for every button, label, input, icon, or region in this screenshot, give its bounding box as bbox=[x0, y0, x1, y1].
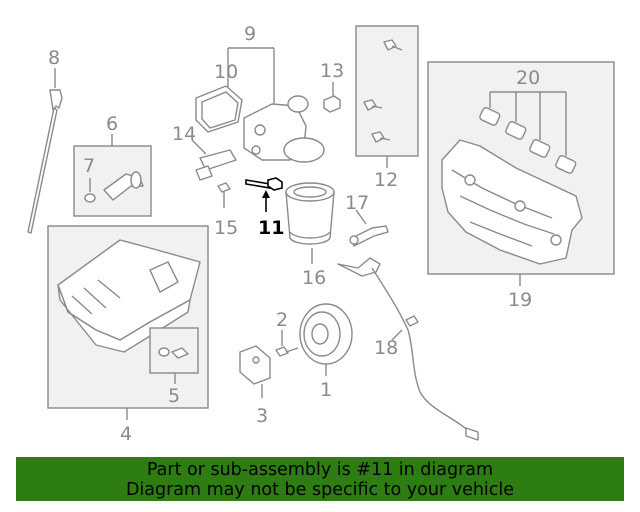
notice-banner: Part or sub-assembly is #11 in diagram D… bbox=[16, 457, 624, 501]
sensor-17[interactable] bbox=[349, 209, 389, 247]
intake-gaskets[interactable] bbox=[479, 107, 577, 174]
callout-15: 15 bbox=[214, 217, 238, 239]
banner-line-1: Part or sub-assembly is #11 in diagram bbox=[146, 460, 494, 480]
pulley-1[interactable] bbox=[299, 303, 353, 376]
leader-9 bbox=[227, 47, 275, 108]
fitting-14[interactable] bbox=[191, 139, 237, 181]
harness-18[interactable] bbox=[337, 257, 479, 441]
oil-filter[interactable] bbox=[285, 182, 335, 264]
oil-filter-adapter[interactable] bbox=[243, 95, 325, 163]
gasket-10[interactable] bbox=[195, 85, 243, 133]
parts-diagram: 8 6 7 4 5 9 10 bbox=[27, 23, 615, 445]
bolt-2[interactable] bbox=[275, 330, 299, 357]
bolt-11[interactable] bbox=[245, 177, 283, 212]
callout-6: 6 bbox=[106, 113, 118, 135]
sensor-13[interactable] bbox=[323, 82, 341, 113]
o-ring-7[interactable] bbox=[84, 178, 96, 203]
banner-line-2: Diagram may not be specific to your vehi… bbox=[125, 480, 515, 500]
callout-5: 5 bbox=[168, 385, 180, 407]
callout-10: 10 bbox=[214, 61, 238, 83]
bracket-3[interactable] bbox=[239, 345, 271, 398]
callout-2: 2 bbox=[276, 309, 288, 331]
oil-pickup-tube[interactable] bbox=[103, 171, 144, 201]
callout-4: 4 bbox=[120, 423, 132, 445]
callout-9: 9 bbox=[244, 23, 256, 45]
callout-18: 18 bbox=[374, 337, 398, 359]
bolt-12c[interactable] bbox=[371, 131, 391, 143]
intake-manifold[interactable] bbox=[441, 139, 583, 265]
callout-1: 1 bbox=[320, 379, 332, 401]
callout-13: 13 bbox=[320, 60, 344, 82]
callout-11: 11 bbox=[258, 217, 284, 239]
leader-20 bbox=[489, 91, 567, 156]
callout-16: 16 bbox=[302, 267, 326, 289]
callout-12: 12 bbox=[374, 169, 398, 191]
bolt-15[interactable] bbox=[217, 182, 231, 208]
bolt-12b[interactable] bbox=[363, 99, 383, 111]
callout-19: 19 bbox=[508, 289, 532, 311]
callout-14: 14 bbox=[172, 123, 196, 145]
dipstick[interactable] bbox=[27, 68, 63, 234]
callout-8: 8 bbox=[48, 47, 60, 69]
drain-plug[interactable] bbox=[158, 347, 189, 359]
callout-7: 7 bbox=[83, 155, 95, 177]
callout-3: 3 bbox=[256, 405, 268, 427]
bolt-12a[interactable] bbox=[383, 39, 403, 51]
callout-20: 20 bbox=[516, 67, 540, 89]
callout-17: 17 bbox=[345, 192, 369, 214]
oil-pan[interactable] bbox=[57, 239, 201, 353]
